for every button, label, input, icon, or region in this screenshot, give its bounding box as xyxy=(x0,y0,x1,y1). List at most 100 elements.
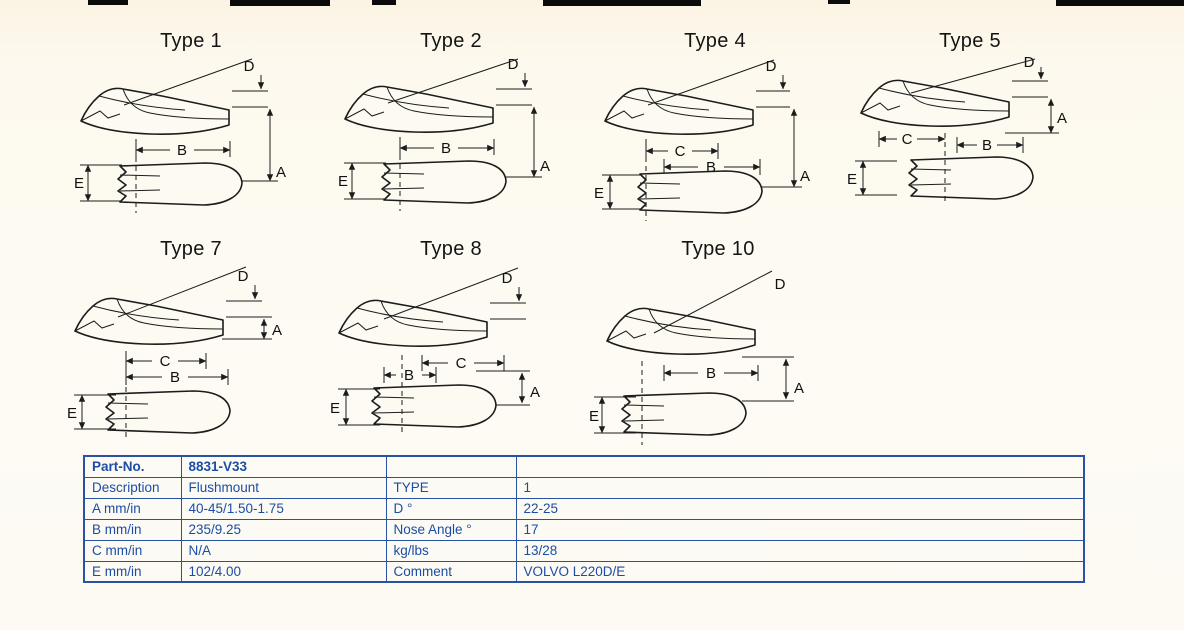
dim-label-c: C xyxy=(902,131,913,148)
table-cell: A mm/in xyxy=(83,497,182,520)
scan-artifact-line xyxy=(828,0,850,4)
type-5-drawing: D A C B E xyxy=(847,55,1067,205)
table-row: E mm/in 102/4.00 Comment VOLVO L220D/E xyxy=(83,560,1085,583)
tooth-shape xyxy=(860,79,1010,127)
dim-label-d: D xyxy=(766,58,777,75)
table-cell: Part-No. xyxy=(83,455,182,478)
tooth-shape xyxy=(606,307,756,355)
table-cell: 235/9.25 xyxy=(180,518,387,541)
diagram-title: Type 7 xyxy=(160,238,222,260)
table-cell: VOLVO L220D/E xyxy=(515,560,1085,583)
dim-label-e: E xyxy=(847,171,857,188)
type-10-drawing: D B A E xyxy=(589,270,804,445)
dim-label-b: B xyxy=(706,365,716,382)
table-cell: Comment xyxy=(385,560,517,583)
dim-label-d: D xyxy=(1024,55,1035,71)
table-row: B mm/in 235/9.25 Nose Angle ° 17 xyxy=(83,518,1085,541)
dim-label-a: A xyxy=(1057,110,1067,127)
adapter-shape xyxy=(637,170,763,214)
table-cell: 40-45/1.50-1.75 xyxy=(180,497,387,520)
dim-label-a: A xyxy=(540,158,550,175)
dim-label-c: C xyxy=(675,143,686,160)
table-cell: B mm/in xyxy=(83,518,182,541)
table-row: A mm/in 40-45/1.50-1.75 D ° 22-25 xyxy=(83,497,1085,520)
dim-label-c: C xyxy=(160,353,171,370)
adapter-shape xyxy=(117,162,243,206)
dim-label-e: E xyxy=(74,175,84,192)
type-1-drawing: D A B E xyxy=(74,58,286,213)
table-cell: Description xyxy=(83,476,182,499)
spec-table: Part-No. 8831-V33 Description Flushmount… xyxy=(83,455,1085,583)
type-8-drawing: D C B A E xyxy=(330,267,540,435)
diagram-type-2: Type 2 D A B E xyxy=(326,30,576,217)
table-cell: kg/lbs xyxy=(385,539,517,562)
dim-label-b: B xyxy=(441,140,451,157)
diagram-type-5: Type 5 D A C B E xyxy=(845,30,1095,213)
dim-label-b: B xyxy=(170,369,180,386)
tooth-shape xyxy=(344,85,494,133)
table-cell: Flushmount xyxy=(180,476,387,499)
table-cell: 13/28 xyxy=(515,539,1085,562)
dim-label-b: B xyxy=(706,159,716,176)
scan-artifact-line xyxy=(372,0,396,5)
angle-leader-line xyxy=(123,58,253,106)
angle-leader-line xyxy=(117,266,247,318)
diagram-title: Type 8 xyxy=(420,238,482,260)
diagram-title: Type 1 xyxy=(160,30,222,52)
dim-label-a: A xyxy=(276,164,286,181)
diagram-type-4: Type 4 D C B A E xyxy=(590,30,840,225)
tooth-shape xyxy=(604,87,754,135)
dim-label-e: E xyxy=(330,400,340,417)
diagram-type-10: Type 10 D B A E xyxy=(588,238,848,463)
dim-label-d: D xyxy=(508,56,519,73)
type-7-drawing: D A C B E xyxy=(67,266,282,441)
adapter-shape xyxy=(908,156,1034,200)
dim-label-e: E xyxy=(338,173,348,190)
table-cell xyxy=(385,455,517,478)
diagram-title: Type 10 xyxy=(681,238,755,260)
table-row: C mm/in N/A kg/lbs 13/28 xyxy=(83,539,1085,562)
tooth-shape xyxy=(338,299,488,347)
table-cell: N/A xyxy=(180,539,387,562)
dim-label-b: B xyxy=(982,137,992,154)
diagram-title: Type 2 xyxy=(420,30,482,52)
dim-label-a: A xyxy=(530,384,540,401)
dim-label-e: E xyxy=(594,185,604,202)
adapter-shape xyxy=(105,390,231,434)
table-row: Description Flushmount TYPE 1 xyxy=(83,476,1085,499)
angle-leader-line xyxy=(647,59,775,106)
angle-leader-line xyxy=(653,270,773,334)
diagram-type-8: Type 8 D C B A E xyxy=(326,238,576,448)
dim-label-d: D xyxy=(775,276,786,293)
dim-label-a: A xyxy=(800,168,810,185)
diagram-title: Type 5 xyxy=(939,30,1001,52)
dim-label-e: E xyxy=(67,405,77,422)
dim-label-b: B xyxy=(404,367,414,384)
dim-label-e: E xyxy=(589,408,599,425)
dim-label-a: A xyxy=(794,380,804,397)
diagram-type-7: Type 7 D A C B E xyxy=(66,238,316,463)
type-4-drawing: D C B A E xyxy=(594,58,810,221)
adapter-shape xyxy=(371,384,497,428)
diagram-title: Type 4 xyxy=(684,30,746,52)
table-cell: TYPE xyxy=(385,476,517,499)
table-cell: 1 xyxy=(515,476,1085,499)
table-cell: E mm/in xyxy=(83,560,182,583)
table-cell: D ° xyxy=(385,497,517,520)
dim-label-b: B xyxy=(177,142,187,159)
adapter-shape xyxy=(381,160,507,204)
scan-artifact-line xyxy=(543,0,701,6)
dim-label-d: D xyxy=(238,268,249,285)
dim-label-d: D xyxy=(502,270,513,287)
type-2-drawing: D A B E xyxy=(338,56,550,211)
dim-label-d: D xyxy=(244,58,255,75)
table-cell: 17 xyxy=(515,518,1085,541)
diagram-type-1: Type 1 D A B E xyxy=(66,30,316,217)
angle-leader-line xyxy=(383,267,519,320)
scan-artifact-line xyxy=(230,0,330,6)
angle-leader-line xyxy=(387,58,519,104)
scan-artifact-line xyxy=(1056,0,1184,6)
dim-label-c: C xyxy=(456,355,467,372)
angle-leader-line xyxy=(910,58,1036,94)
table-cell: 102/4.00 xyxy=(180,560,387,583)
